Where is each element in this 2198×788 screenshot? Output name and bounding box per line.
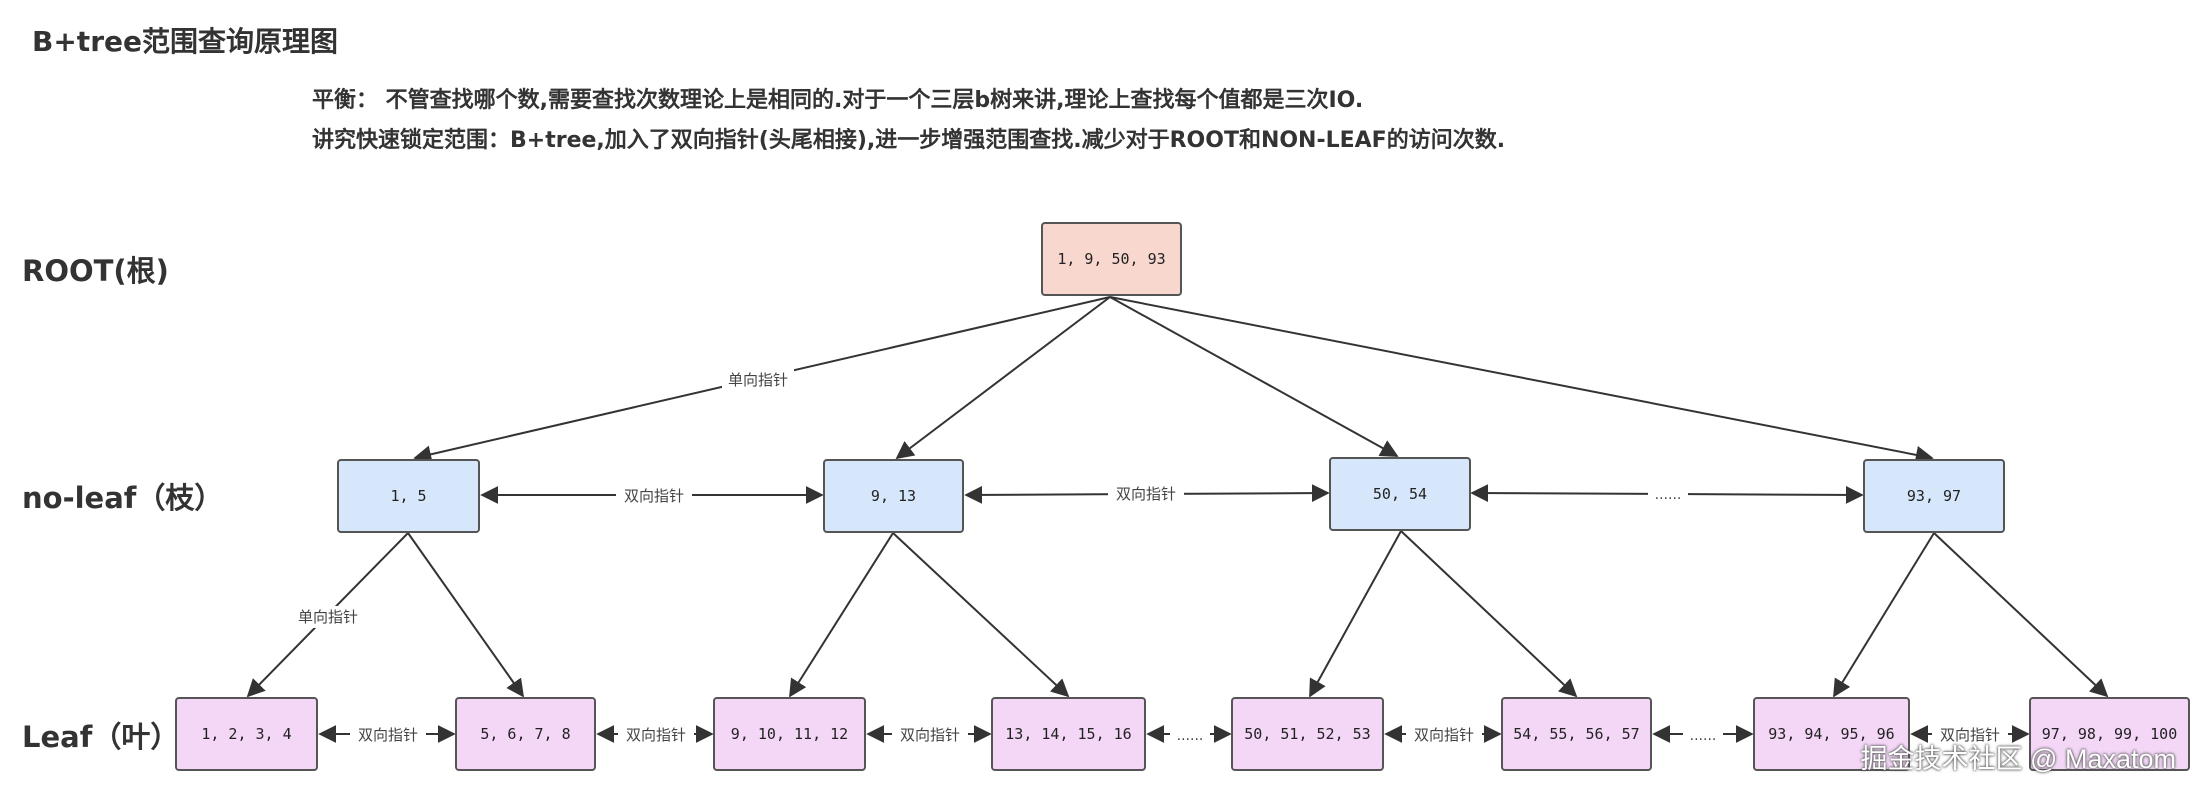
leaf-node-7: 93, 94, 95, 96	[1753, 697, 1910, 771]
diagram-title: B+tree范围查询原理图	[32, 25, 338, 58]
label-twoway-leaf-3: 双向指针	[900, 726, 960, 744]
label-twoway-leaf-2: 双向指针	[626, 726, 686, 744]
edge-nonleaf2-to-leaf3	[789, 532, 894, 698]
label-twoway-leaf-1: 双向指针	[358, 726, 418, 744]
label-oneway-nonleaf: 单向指针	[298, 608, 358, 626]
edge-root-to-nonleaf-3	[1109, 296, 1399, 457]
edge-nonleaf4-to-leaf8	[1933, 532, 2109, 698]
leaf-node-6: 54, 55, 56, 57	[1501, 697, 1652, 771]
root-node: 1, 9, 50, 93	[1041, 222, 1182, 296]
level-label-nonleaf: no-leaf（枝）	[22, 481, 224, 515]
nonleaf-node-4: 93, 97	[1863, 459, 2005, 533]
edge-root-to-nonleaf-2	[895, 296, 1111, 460]
label-twoway-leaf-5: 双向指针	[1940, 726, 2000, 744]
label-ellipsis-nonleaf: ......	[1655, 487, 1682, 503]
leaf-node-8: 97, 98, 99, 100	[2029, 697, 2190, 771]
edge-nonleaf1-to-leaf2	[407, 532, 525, 698]
leaf-node-4: 13, 14, 15, 16	[991, 697, 1146, 771]
level-label-root: ROOT(根)	[22, 254, 169, 288]
watermark: 掘金技术社区 @ Maxatom	[1860, 744, 2176, 774]
note-balance: 平衡： 不管查找哪个数,需要查找次数理论上是相同的.对于一个三层b树来讲,理论上…	[312, 88, 1364, 113]
nonleaf-node-3: 50, 54	[1329, 457, 1471, 531]
edge-nonleaf2-to-leaf4	[892, 532, 1070, 698]
edge-root-to-nonleaf-4	[1109, 296, 1934, 464]
note-range: 讲究快速锁定范围：B+tree,加入了双向指针(头尾相接),进一步增强范围查找.…	[312, 128, 1506, 153]
leaf-node-2: 5, 6, 7, 8	[455, 697, 596, 771]
label-twoway-nonleaf-2: 双向指针	[1116, 485, 1176, 503]
leaf-node-5: 50, 51, 52, 53	[1231, 697, 1384, 771]
leaf-node-1: 1, 2, 3, 4	[175, 697, 318, 771]
edge-nonleaf3-to-leaf5	[1309, 530, 1402, 698]
label-ellipsis-leaf-2: ......	[1690, 728, 1717, 744]
edge-nonleaf4-to-leaf7	[1833, 532, 1935, 698]
label-twoway-leaf-4: 双向指针	[1414, 726, 1474, 744]
nonleaf-node-2: 9, 13	[823, 459, 964, 533]
label-twoway-nonleaf-1: 双向指针	[624, 487, 684, 505]
level-label-leaf: Leaf（叶）	[22, 720, 180, 754]
leaf-node-3: 9, 10, 11, 12	[713, 697, 866, 771]
edge-nonleaf3-to-leaf6	[1400, 530, 1578, 698]
nonleaf-node-1: 1, 5	[337, 459, 480, 533]
label-oneway-root: 单向指针	[728, 371, 788, 389]
label-ellipsis-leaf-1: ......	[1177, 728, 1204, 744]
